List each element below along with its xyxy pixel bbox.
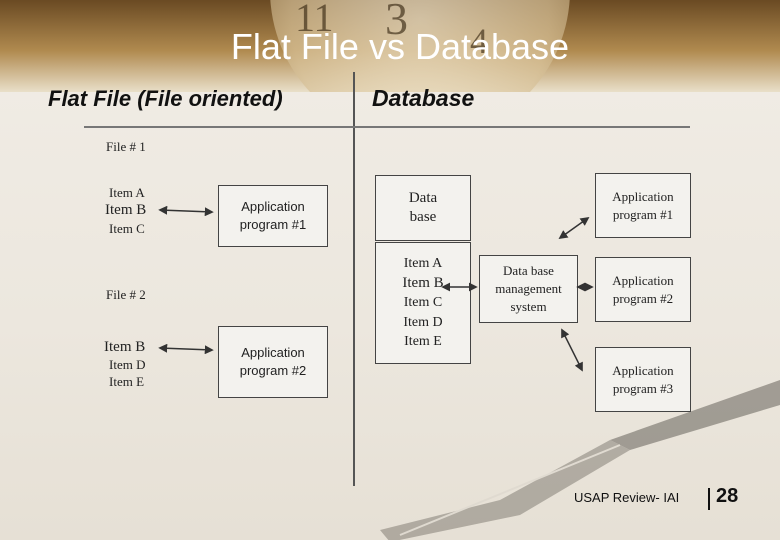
app-program-label-line: Application <box>612 272 674 288</box>
data-base-box: Data base <box>375 175 471 241</box>
header-banner: 3 11 4 <box>0 0 780 92</box>
app-program-2-box: Application program #2 <box>595 257 691 322</box>
database-items-box: Item A Item B Item C Item D Item E <box>375 242 471 364</box>
file2-arrow <box>158 343 214 355</box>
file1-item: Item B <box>105 202 147 218</box>
flat-file-heading: Flat File (File oriented) <box>48 86 283 111</box>
clock-numeral-decoration: 3 <box>385 0 408 44</box>
app-program-label-line: program #2 <box>612 290 674 306</box>
database-item: Item D <box>403 314 443 330</box>
database-item: Item E <box>404 334 442 350</box>
dbms-label-line: management <box>495 281 562 296</box>
footer-divider <box>708 488 710 510</box>
database-item: Item A <box>403 256 443 272</box>
file2-program-box: Application program #2 <box>218 326 328 398</box>
file2-item: Item E <box>109 374 145 389</box>
footer-text: USAP Review- IAI <box>574 490 680 505</box>
app-program-label-line: Application <box>612 188 674 204</box>
program-label-line: Application <box>241 345 305 360</box>
file1-arrow <box>158 205 214 217</box>
horizontal-divider <box>84 126 690 128</box>
program-label-line: program #1 <box>239 217 307 232</box>
dbms-label-line: Data base <box>503 263 554 278</box>
file1-item: Item C <box>109 221 145 236</box>
dbms-program3-arrow <box>561 328 583 372</box>
clock-numeral-decoration: 11 <box>295 0 334 40</box>
file1-label: File # 1 <box>106 139 146 154</box>
database-item: Item C <box>403 295 443 311</box>
data-base-label-line: Data <box>408 190 438 206</box>
slide-title: Flat File vs Database <box>230 26 570 67</box>
file2-item: Item B <box>104 339 146 355</box>
file1-item: Item A <box>109 185 145 200</box>
dbms-label-line: system <box>510 299 547 314</box>
file1-program-box: Application program #1 <box>218 185 328 247</box>
database-heading: Database <box>372 85 475 111</box>
app-program-3-box: Application program #3 <box>595 347 691 412</box>
app-program-1-box: Application program #1 <box>595 173 691 238</box>
app-program-label-line: program #3 <box>612 380 674 396</box>
dbms-program1-arrow <box>558 216 590 240</box>
clock-background <box>270 0 570 92</box>
file2-label: File # 2 <box>106 287 146 302</box>
data-base-label-line: base <box>409 209 437 225</box>
app-program-label-line: program #1 <box>612 206 674 222</box>
database-item: Item B <box>402 274 444 291</box>
program-label-line: Application <box>241 199 305 214</box>
file2-item: Item D <box>109 357 146 372</box>
vertical-divider <box>353 72 355 486</box>
program-label-line: program #2 <box>239 363 307 378</box>
clock-numeral-decoration: 4 <box>470 21 488 61</box>
app-program-label-line: Application <box>612 362 674 378</box>
fountain-pen-decoration <box>380 380 780 540</box>
page-number: 28 <box>716 485 739 507</box>
